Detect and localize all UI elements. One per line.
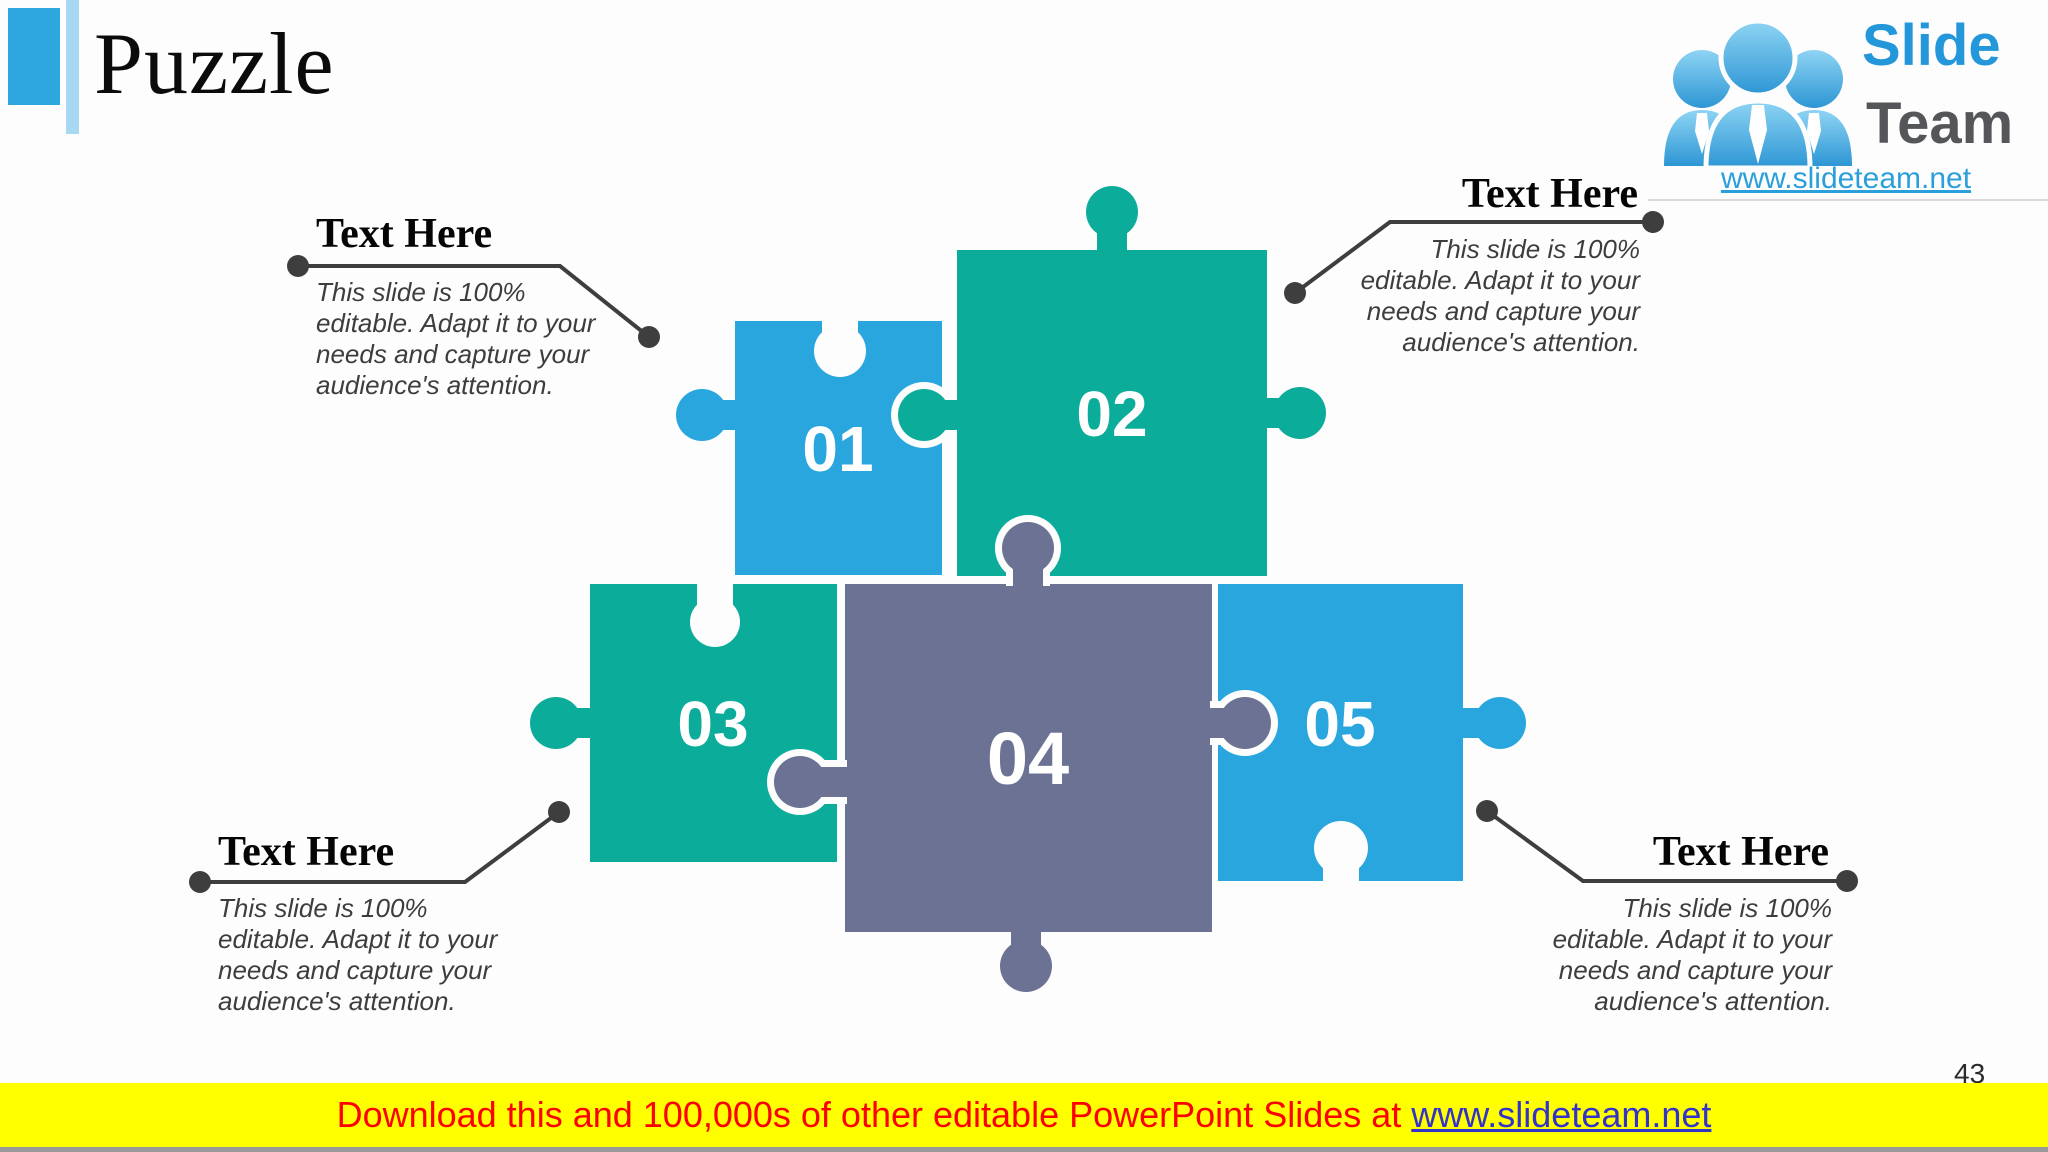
callout-body-line: editable. Adapt it to your: [1552, 924, 1832, 954]
callout-body-bottom-left: This slide is 100% editable. Adapt it to…: [218, 893, 538, 1017]
banner-text: Download this and 100,000s of other edit…: [336, 1094, 1412, 1135]
callout-body-top-right: This slide is 100% editable. Adapt it to…: [1310, 234, 1640, 358]
bottom-edge-strip: [0, 1147, 2048, 1152]
piece-01-label: 01: [802, 413, 873, 485]
piece-02-label: 02: [1076, 378, 1147, 450]
callout-body-line: audience's attention.: [1594, 986, 1832, 1016]
page-title: Puzzle: [94, 16, 335, 113]
callout-heading-bottom-left: Text Here: [218, 829, 395, 875]
piece-03-label: 03: [677, 688, 748, 760]
callout-body-line: This slide is 100%: [1622, 893, 1832, 923]
logo-brand-bottom: Team: [1866, 91, 2014, 156]
callout-leader-lines: [200, 220, 1847, 884]
leader-line-bottom-left: [200, 810, 561, 884]
callout-body-line: audience's attention.: [316, 370, 554, 400]
callout-body-line: This slide is 100%: [316, 277, 526, 307]
leader-line-bottom-right: [1485, 809, 1847, 883]
logo-brand-top: Slide: [1862, 13, 2001, 78]
callout-heading-top-left: Text Here: [316, 211, 493, 257]
accent-bar-dark: [8, 8, 60, 105]
puzzle-piece-04: [767, 515, 1278, 992]
download-banner: Download this and 100,000s of other edit…: [0, 1083, 2048, 1147]
leader-line-top-right: [1293, 220, 1653, 295]
callout-body-line: needs and capture your: [316, 339, 590, 369]
callout-body-line: This slide is 100%: [218, 893, 428, 923]
logo-url-link[interactable]: www.slideteam.net: [1720, 162, 1972, 195]
person-center-icon: [1703, 18, 1813, 171]
piece-04-label: 04: [987, 717, 1069, 800]
callout-body-line: needs and capture your: [1558, 955, 1832, 985]
callout-body-line: needs and capture your: [1366, 296, 1640, 326]
callout-heading-top-right: Text Here: [1461, 171, 1638, 217]
team-logo-icon: [1664, 18, 1852, 171]
callout-body-line: This slide is 100%: [1430, 234, 1640, 264]
callout-body-line: needs and capture your: [218, 955, 492, 985]
callout-body-bottom-right: This slide is 100% editable. Adapt it to…: [1502, 893, 1832, 1017]
callout-body-line: editable. Adapt it to your: [1360, 265, 1640, 295]
piece-05-label: 05: [1304, 688, 1375, 760]
accent-bar-light: [66, 0, 79, 134]
callout-dots: [189, 211, 1858, 893]
callout-body-line: editable. Adapt it to your: [218, 924, 498, 954]
callout-body-top-left: This slide is 100% editable. Adapt it to…: [316, 277, 636, 401]
banner-url-link[interactable]: www.slideteam.net: [1411, 1094, 1712, 1135]
puzzle-piece-03: [530, 582, 837, 862]
puzzle-piece-01: [676, 319, 942, 575]
callout-body-line: audience's attention.: [1402, 327, 1640, 357]
callout-body-line: editable. Adapt it to your: [316, 308, 596, 338]
logo-divider: [1648, 199, 2048, 201]
callout-heading-bottom-right: Text Here: [1652, 829, 1829, 875]
leader-line-top-left: [298, 264, 651, 339]
callout-body-line: audience's attention.: [218, 986, 456, 1016]
